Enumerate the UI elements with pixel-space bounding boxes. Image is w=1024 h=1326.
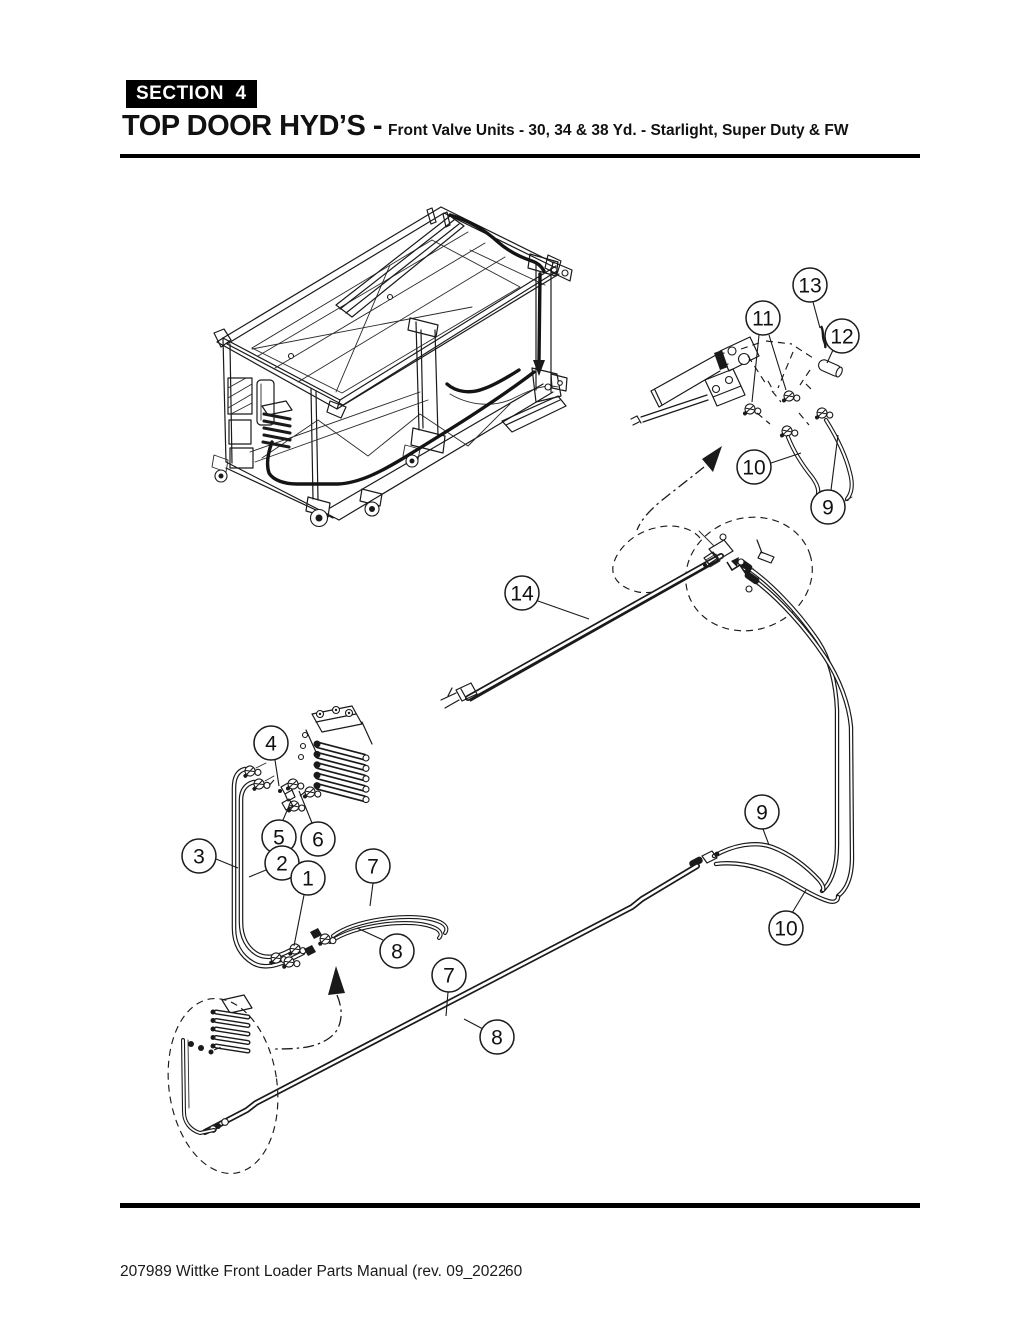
callout-1: 1 bbox=[290, 860, 326, 896]
flow-arrow-upper bbox=[636, 446, 722, 531]
callout-11: 11 bbox=[745, 300, 781, 336]
left-tube-assembly bbox=[231, 762, 323, 972]
svg-text:8: 8 bbox=[491, 1027, 503, 1050]
section-badge: SECTION 4 bbox=[126, 80, 257, 108]
mini-valve-bank bbox=[210, 1009, 251, 1054]
callout-2: 2 bbox=[264, 845, 300, 881]
callout-7-upper: 7 bbox=[355, 848, 391, 884]
callout-3: 3 bbox=[181, 838, 217, 874]
callout-9-lower: 9 bbox=[744, 794, 780, 830]
truck-valve-bank-icon bbox=[261, 400, 293, 449]
callout-7-lower: 7 bbox=[431, 957, 467, 993]
footer-manual-ref: 207989 Wittke Front Loader Parts Manual … bbox=[120, 1263, 512, 1280]
header-rule bbox=[120, 154, 920, 158]
truck-body-illustration bbox=[211, 206, 573, 528]
rear-hose-pair bbox=[689, 558, 855, 904]
svg-text:3: 3 bbox=[193, 846, 205, 869]
svg-text:7: 7 bbox=[367, 856, 379, 879]
callout-leaders bbox=[215, 301, 839, 1030]
svg-text:6: 6 bbox=[312, 829, 324, 852]
svg-text:9: 9 bbox=[822, 497, 834, 520]
clip-part bbox=[819, 325, 827, 349]
svg-text:12: 12 bbox=[830, 326, 853, 349]
callout-14: 14 bbox=[504, 575, 540, 611]
front-valve-detail-balloon bbox=[167, 994, 279, 1175]
title-subtitle: Front Valve Units - 30, 34 & 38 Yd. - St… bbox=[388, 122, 849, 139]
callout-10-lower: 10 bbox=[768, 910, 804, 946]
svg-text:8: 8 bbox=[391, 941, 403, 964]
page-title: TOP DOOR HYD’S - Front Valve Units - 30, … bbox=[122, 110, 922, 143]
callouts: 13 12 11 10 9 14 4 5 6 3 2 1 7 8 7 8 9 1… bbox=[181, 267, 860, 1055]
valve-bank bbox=[297, 705, 373, 803]
footer-rule bbox=[120, 1203, 920, 1208]
callout-13: 13 bbox=[792, 267, 828, 303]
svg-text:7: 7 bbox=[443, 965, 455, 988]
svg-text:5: 5 bbox=[273, 827, 285, 850]
callout-8-lower: 8 bbox=[479, 1019, 515, 1055]
callout-8-upper: 8 bbox=[379, 933, 415, 969]
short-hose-pair bbox=[310, 915, 449, 949]
svg-text:9: 9 bbox=[756, 802, 768, 825]
svg-text:4: 4 bbox=[265, 733, 277, 756]
detail-balloon bbox=[440, 516, 813, 709]
svg-text:13: 13 bbox=[798, 275, 821, 298]
svg-text:10: 10 bbox=[774, 918, 797, 941]
svg-text:2: 2 bbox=[276, 853, 288, 876]
pin-part bbox=[818, 359, 843, 378]
callout-10-upper: 10 bbox=[736, 449, 772, 485]
footer-page-number: 60 bbox=[505, 1263, 1024, 1326]
flow-arrow-lower bbox=[271, 966, 345, 1050]
cylinder-detail bbox=[630, 325, 854, 502]
svg-text:1: 1 bbox=[302, 868, 314, 891]
callout-12: 12 bbox=[824, 318, 860, 354]
callout-6: 6 bbox=[300, 821, 336, 857]
callout-9-upper: 9 bbox=[810, 489, 846, 525]
svg-text:14: 14 bbox=[510, 583, 534, 606]
callout-4: 4 bbox=[253, 725, 289, 761]
title-main: TOP DOOR HYD’S - bbox=[122, 110, 383, 142]
svg-text:10: 10 bbox=[742, 457, 765, 480]
svg-text:11: 11 bbox=[752, 308, 774, 331]
